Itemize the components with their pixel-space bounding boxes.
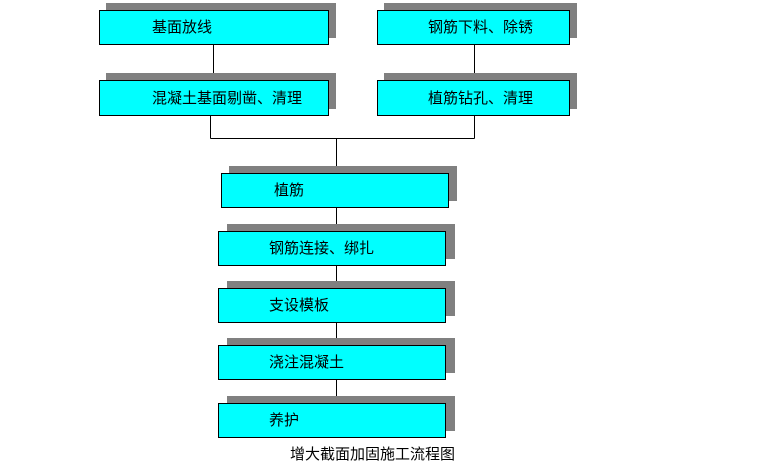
diagram-caption: 增大截面加固施工流程图 xyxy=(289,445,455,463)
step-label: 浇注混凝土 xyxy=(269,353,345,371)
step-label: 养护 xyxy=(269,411,300,429)
step-concrete-chiseling-cleaning: 混凝土基面剔凿、清理 xyxy=(99,80,329,116)
step-baseline-layout: 基面放线 xyxy=(99,10,329,45)
step-label: 钢筋下料、除锈 xyxy=(428,18,534,36)
step-label: 植筋钻孔、清理 xyxy=(428,88,534,107)
step-rebar-planting: 植筋 xyxy=(221,173,449,208)
step-label: 钢筋连接、绑扎 xyxy=(269,239,375,257)
step-concrete-pouring: 浇注混凝土 xyxy=(218,345,446,380)
step-drilling-cleaning: 植筋钻孔、清理 xyxy=(377,80,570,116)
step-formwork-setup: 支设模板 xyxy=(218,288,446,323)
step-rebar-cutting-derusting: 钢筋下料、除锈 xyxy=(377,10,570,45)
step-label: 支设模板 xyxy=(269,296,330,314)
step-curing: 养护 xyxy=(218,403,446,438)
step-rebar-connection-tying: 钢筋连接、绑扎 xyxy=(218,231,446,266)
step-label: 基面放线 xyxy=(152,18,213,36)
step-label: 混凝土基面剔凿、清理 xyxy=(152,88,303,107)
step-label: 植筋 xyxy=(274,181,305,199)
